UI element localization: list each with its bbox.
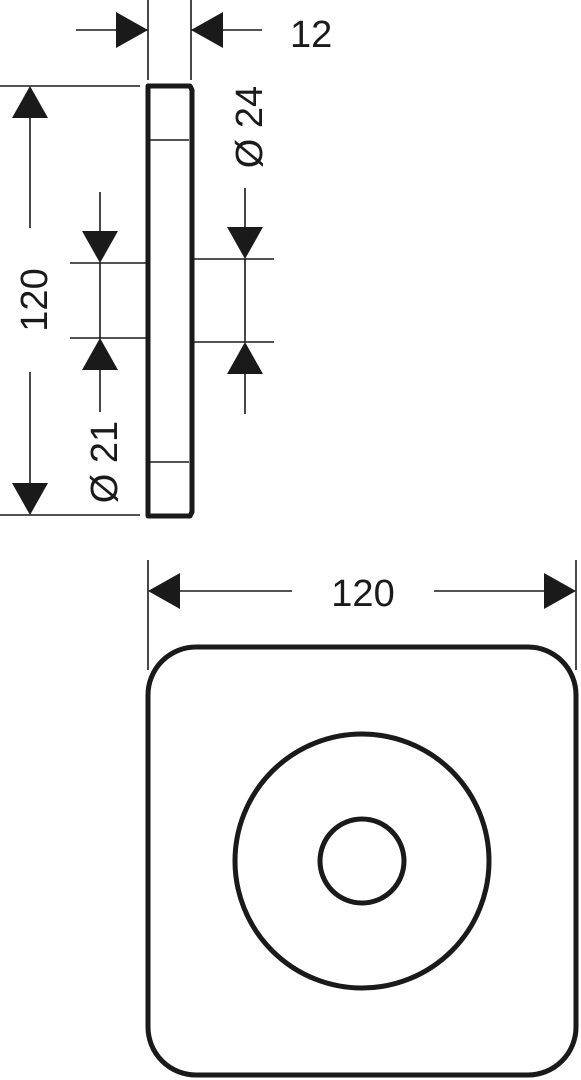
inner-diameter-dimension: Ø 21 <box>70 192 146 503</box>
height-dimension: 120 <box>0 85 140 516</box>
outer-diameter-label: Ø 24 <box>229 86 271 168</box>
arrow-left-icon <box>148 573 180 609</box>
plate-side-profile <box>145 83 195 519</box>
width-label: 120 <box>331 573 394 615</box>
arrow-right-icon <box>544 573 576 609</box>
rosette-outer-circle <box>232 731 492 991</box>
side-view: 12 120 Ø 21 <box>0 0 332 519</box>
arrow-up-icon <box>227 342 263 374</box>
thickness-dimension: 12 <box>76 0 332 80</box>
front-view: 120 <box>145 560 579 1078</box>
inner-diameter-label: Ø 21 <box>84 421 126 503</box>
width-dimension: 120 <box>147 560 577 670</box>
arrow-up-icon <box>82 338 118 370</box>
arrow-right-icon <box>116 12 148 48</box>
plate-front-square <box>145 644 579 1078</box>
arrow-up-icon <box>12 86 48 118</box>
arrow-down-icon <box>82 231 118 263</box>
arrow-down-icon <box>12 483 48 515</box>
height-label: 120 <box>14 268 56 331</box>
center-bore-circle <box>317 816 407 906</box>
thickness-label: 12 <box>290 14 332 56</box>
arrow-left-icon <box>191 12 223 48</box>
arrow-down-icon <box>227 227 263 259</box>
outer-diameter-dimension: Ø 24 <box>194 86 274 414</box>
